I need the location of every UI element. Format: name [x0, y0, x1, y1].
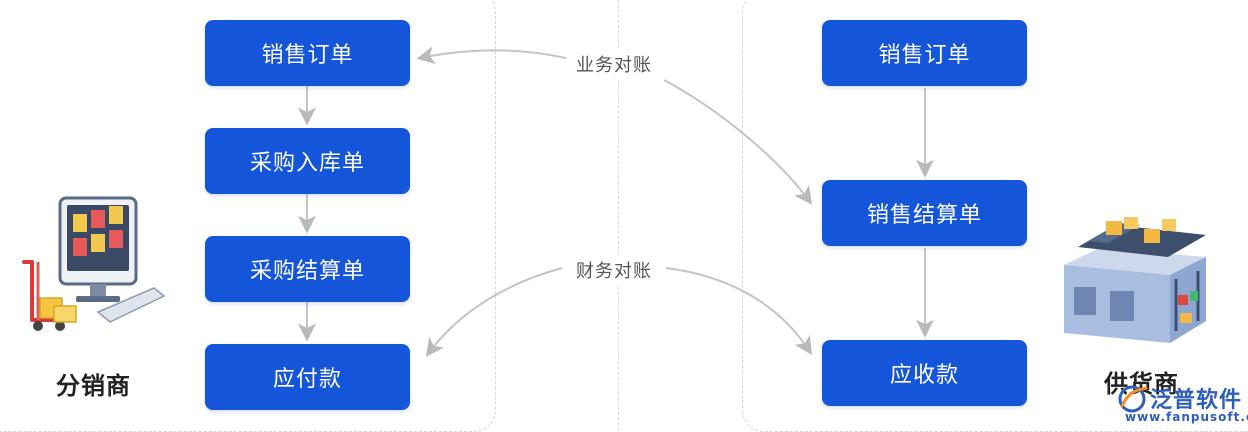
purchase-inbound-box[interactable]: 采购入库单 — [205, 128, 410, 194]
arrow-finance-to-right — [665, 267, 812, 356]
business-reconcile-label: 业务对账 — [570, 49, 658, 79]
arrow-finance-to-left — [425, 267, 563, 357]
fanpu-logo-icon — [1118, 385, 1148, 413]
watermark-brand: 泛普软件 — [1150, 388, 1243, 413]
center-divider — [618, 0, 619, 430]
arrow-business-to-left — [416, 46, 567, 65]
finance-reconcile-label: 财务对账 — [570, 255, 658, 285]
arrow-business-to-right — [663, 79, 813, 205]
distributor-sales-order-box[interactable]: 销售订单 — [205, 20, 410, 86]
purchase-settlement-box[interactable]: 采购结算单 — [205, 236, 410, 302]
distributor-title: 分销商 — [56, 372, 131, 400]
watermark-url: www.fanpusoft.com — [1125, 410, 1248, 424]
supplier-sales-order-box[interactable]: 销售订单 — [822, 20, 1027, 86]
warehouse-icon — [1064, 217, 1206, 343]
accounts-payable-box[interactable]: 应付款 — [205, 344, 410, 410]
computer-with-cart-icon — [22, 196, 166, 331]
accounts-receivable-box[interactable]: 应收款 — [822, 340, 1027, 406]
sales-settlement-box[interactable]: 销售结算单 — [822, 180, 1027, 246]
